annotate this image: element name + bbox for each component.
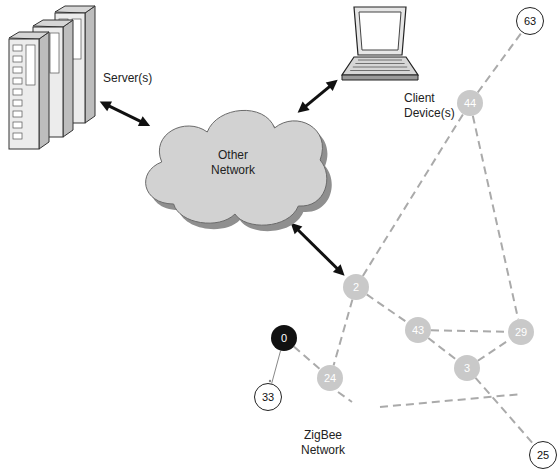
node-label: Server(s) (103, 71, 165, 86)
tower-top (9, 32, 49, 39)
tower-side (85, 6, 95, 123)
network-link (334, 299, 353, 365)
node-number: 0 (281, 332, 287, 344)
drive-bay (13, 111, 22, 117)
laptop-edge (342, 75, 418, 80)
key-row (350, 70, 410, 71)
zigbee-node: 44 (457, 90, 483, 116)
tower-top (55, 6, 95, 13)
zigbee-node: 29 (508, 319, 534, 345)
dashed-link (380, 394, 522, 407)
network-link (478, 339, 510, 361)
arrow-head (333, 264, 345, 276)
network-link (428, 338, 456, 360)
node-number: 25 (537, 449, 549, 461)
network-label: ZigBee Network (290, 428, 356, 458)
node-number: 2 (353, 281, 359, 293)
laptop-lid (354, 7, 406, 55)
tower-panel (26, 45, 35, 85)
client-node: Client Device(s) (340, 5, 420, 85)
laptop-screen (359, 12, 401, 50)
node-number: 3 (464, 362, 470, 374)
small-dot (269, 380, 271, 382)
drive-bay (13, 89, 22, 95)
tower-top (33, 20, 73, 27)
network-link (473, 116, 518, 320)
dashed-stub (338, 392, 352, 402)
node-number: 33 (262, 391, 274, 403)
drive-bay (13, 45, 22, 51)
arrow-head (298, 102, 310, 113)
tower-side (63, 20, 73, 137)
server-node: Server(s) (5, 5, 97, 151)
zigbee-node: 2 (343, 274, 369, 300)
node-number: 44 (464, 97, 476, 109)
arrow-head (138, 116, 150, 126)
drive-bay (13, 78, 22, 84)
double-arrow (305, 86, 331, 108)
network-link (476, 378, 534, 445)
laptop-base (342, 57, 418, 75)
arrow-head (100, 101, 112, 111)
key-row (353, 67, 407, 68)
zigbee-node: 63 (516, 7, 544, 35)
node-number: 63 (524, 15, 536, 27)
laptop-illustration (340, 5, 420, 85)
zigbee-node: 0 (271, 325, 297, 351)
network-link (294, 347, 320, 370)
zigbee-node: 25 (529, 441, 557, 469)
network-cloud: Other Network (134, 100, 332, 232)
drive-bay (13, 67, 22, 73)
tower-front (9, 39, 39, 149)
network-link (367, 294, 408, 322)
arrow-head (326, 80, 338, 91)
node-number: 29 (515, 326, 527, 338)
network-link (478, 32, 522, 92)
server-illustration (5, 5, 97, 151)
key-row (358, 60, 402, 61)
zigbee-node: 3 (454, 355, 480, 381)
zigbee-node: 33 (254, 383, 282, 411)
drive-bay (13, 122, 22, 128)
network-link (363, 114, 463, 276)
drive-bay (13, 56, 22, 62)
drive-bay (13, 100, 22, 106)
tower-side (39, 32, 49, 149)
cloud-body (146, 110, 327, 225)
zigbee-node: 24 (317, 365, 343, 391)
cloud-text-wrap: Other Network (203, 148, 263, 178)
node-number: 43 (412, 324, 424, 336)
drive-bay (13, 133, 22, 139)
zigbee-node: 43 (405, 317, 431, 343)
key-row (355, 63, 404, 64)
node-label: Client Device(s) (404, 91, 460, 121)
tower-panel (50, 33, 59, 73)
network-link (272, 351, 281, 384)
double-arrow (108, 105, 142, 122)
double-arrow (297, 229, 338, 269)
node-number: 24 (324, 372, 336, 384)
cloud-label: Other Network (203, 148, 263, 178)
network-link (431, 330, 508, 331)
